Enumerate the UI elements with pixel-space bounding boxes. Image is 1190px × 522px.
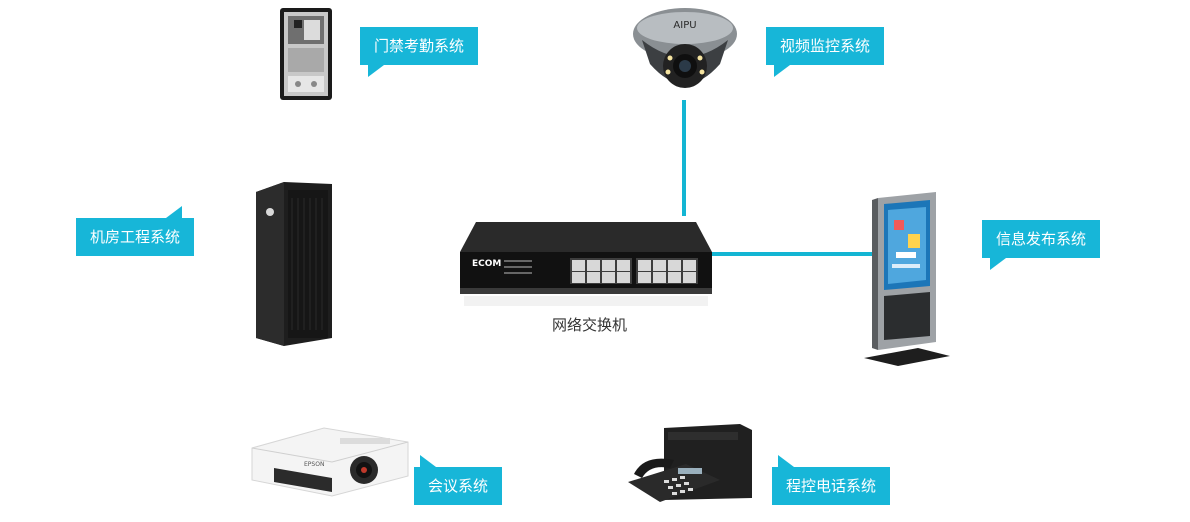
- connector-camera-switch: [682, 100, 686, 216]
- callout-tail: [368, 65, 384, 77]
- camera-brand-text: AIPU: [673, 20, 696, 31]
- server-rack-image: [248, 178, 334, 348]
- phone-system-label: 程控电话系统: [772, 455, 891, 505]
- access-control-label: 门禁考勤系统: [360, 27, 479, 77]
- dome-camera-image: AIPU: [630, 4, 740, 100]
- switch-brand-text: ECOM: [472, 259, 501, 269]
- info-publishing-label-text: 信息发布系统: [996, 230, 1087, 248]
- projector-brand-text: EPSON: [304, 461, 324, 468]
- network-switch-image: ECOM: [458, 214, 714, 310]
- machine-room-label: 机房工程系统: [76, 206, 195, 256]
- connector-switch-kiosk: [704, 252, 874, 256]
- info-publishing-label: 信息发布系统: [982, 220, 1101, 270]
- callout-tail: [774, 65, 790, 77]
- door-intercom-image: [274, 6, 338, 102]
- info-kiosk-image: [858, 190, 954, 366]
- callout-tail: [420, 455, 436, 467]
- projector-image: EPSON: [244, 418, 414, 498]
- callout-tail: [778, 455, 794, 467]
- callout-tail: [990, 258, 1006, 270]
- meeting-system-label: 会议系统: [414, 455, 503, 505]
- video-surveillance-label: 视频监控系统: [766, 27, 885, 77]
- video-surveillance-label-text: 视频监控系统: [780, 37, 871, 55]
- phone-system-label-text: 程控电话系统: [786, 477, 877, 495]
- access-control-label-text: 门禁考勤系统: [374, 37, 465, 55]
- phone-system-image: [624, 424, 756, 504]
- callout-tail: [166, 206, 183, 218]
- network-switch-caption: 网络交换机: [552, 316, 628, 334]
- machine-room-label-text: 机房工程系统: [90, 228, 181, 246]
- meeting-system-label-text: 会议系统: [428, 477, 489, 495]
